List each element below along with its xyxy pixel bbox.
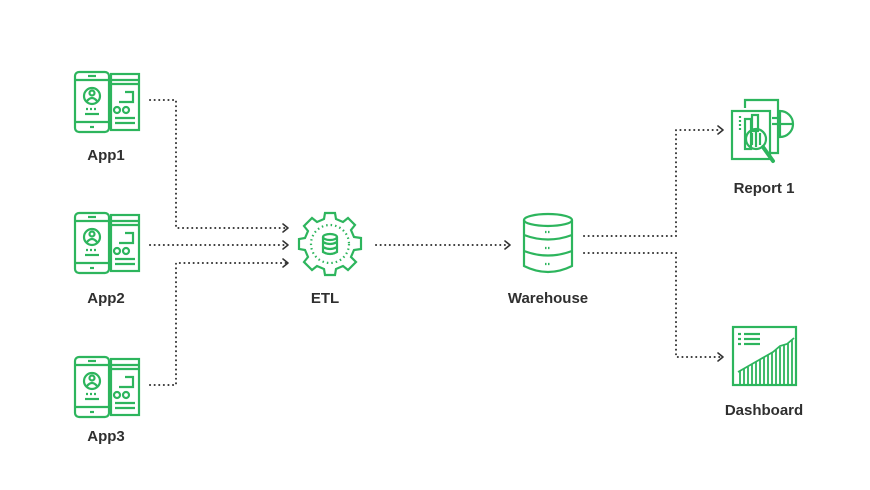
node-label-app2: App2 [87, 290, 125, 307]
node-label-report: Report 1 [733, 180, 795, 197]
mobile-app-icon [73, 211, 141, 275]
arrowhead-app2-etl [282, 240, 289, 250]
edge-warehouse-report [583, 129, 721, 237]
arrowhead-app3-etl [282, 258, 289, 268]
edge-warehouse-dashboard [583, 252, 721, 358]
report-magnifier-icon [730, 98, 795, 163]
edge-app1-etl [149, 99, 287, 229]
gear-database-icon [297, 211, 363, 277]
mobile-app-icon [73, 355, 141, 419]
node-label-app1: App1 [87, 147, 125, 164]
node-label-etl: ETL [310, 290, 340, 307]
arrowhead-etl-warehouse [504, 240, 511, 250]
mobile-app-icon [73, 70, 141, 134]
node-label-warehouse: Warehouse [507, 290, 589, 307]
edge-app3-etl [149, 262, 287, 386]
database-icon [522, 212, 574, 274]
bar-chart-dashboard-icon [731, 325, 798, 387]
arrowhead-warehouse-report [717, 125, 724, 135]
arrowhead-app1-etl [282, 223, 289, 233]
node-label-app3: App3 [87, 428, 125, 445]
node-label-dashboard: Dashboard [724, 402, 804, 419]
arrowhead-warehouse-dashboard [717, 352, 724, 362]
